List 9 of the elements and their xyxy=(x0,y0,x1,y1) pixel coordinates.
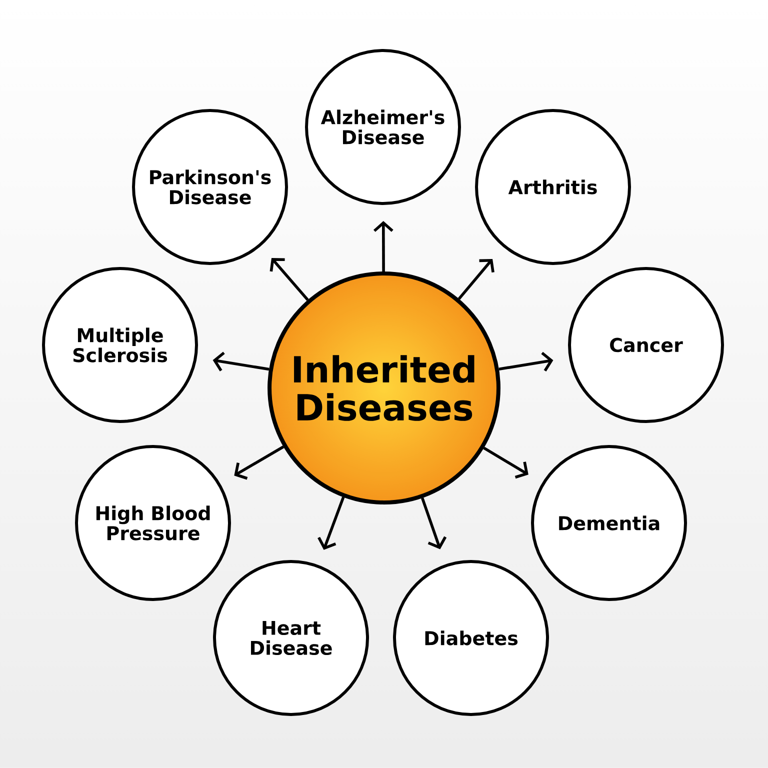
arrow xyxy=(373,220,394,272)
arrow xyxy=(212,352,270,372)
arrow xyxy=(420,498,447,550)
arrow xyxy=(483,446,528,479)
arrow xyxy=(234,446,284,480)
arrow xyxy=(270,258,309,301)
arrow xyxy=(318,496,345,550)
arrow xyxy=(458,258,494,300)
arrow xyxy=(498,352,554,372)
